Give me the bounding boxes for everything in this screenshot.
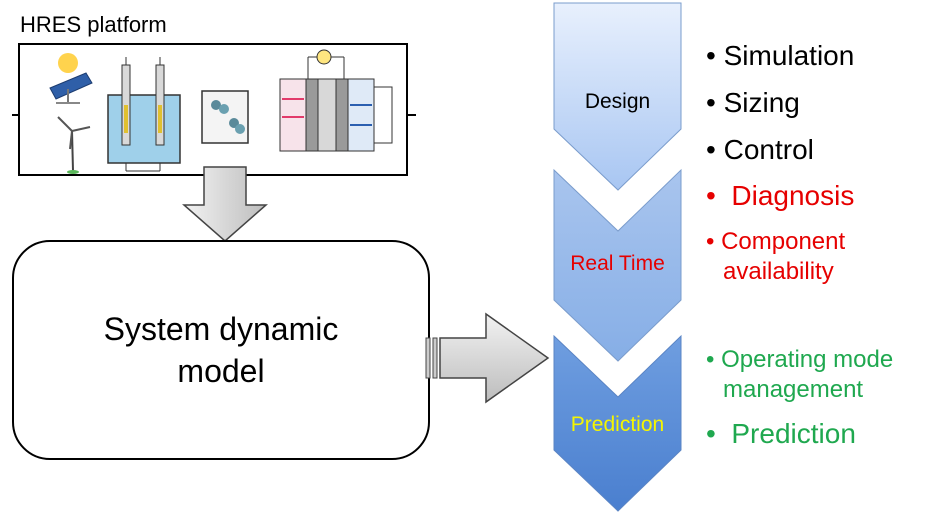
- bullet-dot: •: [706, 228, 722, 255]
- bullet-design-2: • Sizing: [706, 87, 800, 118]
- model-line-1: System dynamic: [103, 311, 339, 347]
- fuel-cell-icon: [279, 49, 393, 152]
- stage-label-prediction: Prediction: [570, 413, 665, 436]
- electrolyzer-icon: [107, 57, 181, 172]
- system-model-label: System dynamic model: [12, 308, 430, 392]
- bullet-dot: •: [706, 180, 732, 211]
- bullet-design-1: • Simulation: [706, 40, 855, 71]
- bullet-realtime-2: • Component availability: [706, 228, 846, 285]
- stage-label-realtime: Real Time: [570, 252, 665, 275]
- stage-label-design: Design: [584, 90, 651, 113]
- bullet-dot: •: [706, 87, 724, 118]
- bullet-prediction-1: • Operating mode management: [706, 346, 894, 403]
- solar-panel-icon: [49, 53, 93, 104]
- wind-turbine-icon: [57, 116, 91, 174]
- chevron-realtime: [553, 168, 682, 362]
- bullet-dot: •: [706, 418, 732, 449]
- bullet-dot: •: [706, 134, 724, 165]
- right-arrow: [425, 312, 550, 404]
- down-arrow: [182, 166, 268, 242]
- system-model-box: [12, 240, 430, 460]
- bullet-realtime-1: • Diagnosis: [706, 180, 855, 211]
- bullet-design-3: • Control: [706, 134, 814, 165]
- platform-title: HRES platform: [20, 12, 167, 37]
- model-line-2: model: [177, 353, 265, 389]
- chevron-prediction: [553, 334, 682, 512]
- platform-icons: [12, 49, 416, 174]
- bullet-prediction-2: • Prediction: [706, 418, 856, 449]
- chevron-design: [553, 2, 682, 191]
- hydrogen-molecule-icon: [201, 90, 249, 144]
- bullet-dot: •: [706, 346, 722, 373]
- bullet-dot: •: [706, 40, 724, 71]
- chevron-stack: [553, 2, 682, 512]
